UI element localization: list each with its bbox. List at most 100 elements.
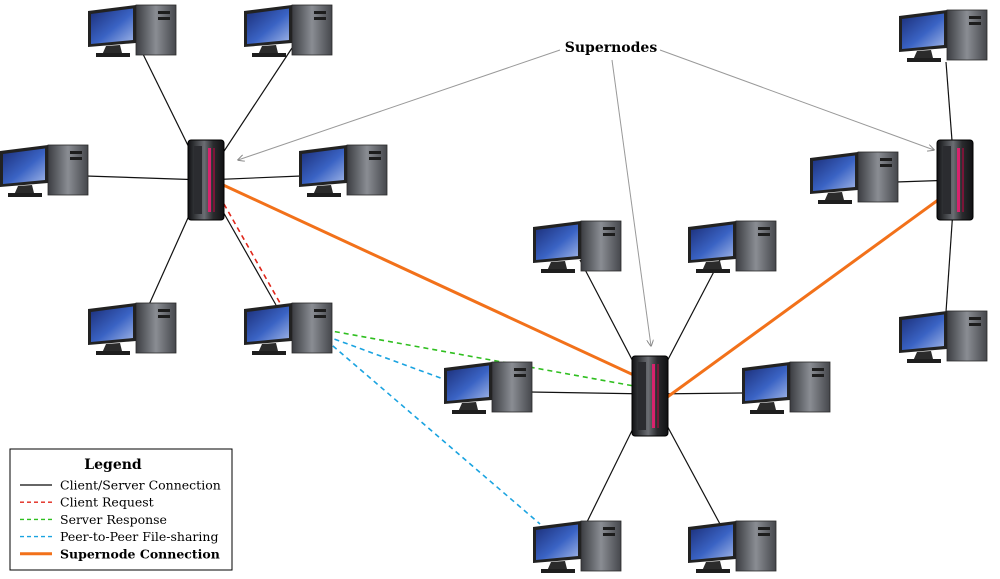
- monitor-stand: [258, 45, 278, 55]
- monitor-screen: [447, 365, 489, 401]
- monitor-stand: [702, 261, 722, 271]
- server-accent-stripe: [208, 148, 211, 212]
- annotation-arrow-center: [611, 59, 651, 346]
- monitor-screen: [536, 224, 578, 260]
- monitor-base: [252, 351, 286, 355]
- monitor-screen: [691, 524, 733, 560]
- legend-title: Legend: [84, 457, 142, 473]
- drive-bay: [880, 158, 892, 161]
- annotation-arrow-right: [659, 49, 934, 150]
- monitor-base: [252, 53, 286, 57]
- drive-bay: [158, 17, 170, 20]
- drive-bay: [969, 22, 981, 25]
- drive-bay: [758, 227, 770, 230]
- computer-icon: [688, 520, 777, 573]
- monitor-screen: [247, 8, 289, 44]
- drive-bay: [969, 323, 981, 326]
- server-panel: [194, 146, 202, 214]
- drive-bay: [70, 151, 82, 154]
- monitor-screen: [902, 314, 944, 350]
- monitor-stand: [14, 185, 34, 195]
- p2p-link-2: [325, 339, 541, 525]
- legend-label-2: Client Request: [60, 495, 154, 510]
- drive-bay: [158, 315, 170, 318]
- server-panel: [638, 362, 646, 430]
- drive-bay: [812, 368, 824, 371]
- supernode-link-2: [665, 174, 972, 400]
- monitor-stand: [102, 343, 122, 353]
- server-panel: [943, 146, 951, 214]
- computer-icon: [688, 220, 777, 273]
- computer-icon: [244, 302, 333, 355]
- monitor-base: [541, 269, 575, 273]
- computer-icon: [742, 361, 831, 414]
- nodes-layer: [0, 4, 988, 573]
- computer-icon: [88, 4, 177, 57]
- monitor-stand: [824, 192, 844, 202]
- monitor-stand: [102, 45, 122, 55]
- monitor-screen: [691, 224, 733, 260]
- drive-bay: [812, 374, 824, 377]
- client-request-link: [223, 203, 281, 304]
- monitor-screen: [91, 8, 133, 44]
- server-icon: [631, 355, 669, 437]
- server-body: [936, 139, 974, 221]
- monitor-stand: [458, 402, 478, 412]
- monitor-stand: [913, 50, 933, 60]
- monitor-base: [907, 58, 941, 62]
- client-server-link-client-l3: [85, 175, 206, 181]
- monitor-screen: [902, 13, 944, 49]
- legend-label-4: Peer-to-Peer File-sharing: [60, 529, 218, 544]
- drive-bay: [514, 368, 526, 371]
- computer-icon: [899, 9, 988, 62]
- drive-bay: [603, 227, 615, 230]
- monitor-screen: [536, 524, 578, 560]
- monitor-base: [818, 200, 852, 204]
- drive-bay: [369, 151, 381, 154]
- server-icon: [187, 139, 225, 221]
- server-response-link: [325, 329, 635, 387]
- monitor-stand: [258, 343, 278, 353]
- monitor-screen: [745, 365, 787, 401]
- legend-label-1: Client/Server Connection: [60, 478, 221, 493]
- annotation-arrow-left: [238, 49, 561, 160]
- drive-bay: [314, 17, 326, 20]
- server-accent-stripe: [657, 364, 659, 428]
- drive-bay: [70, 157, 82, 160]
- monitor-stand: [913, 351, 933, 361]
- computer-icon: [899, 310, 988, 363]
- monitor-base: [8, 193, 42, 197]
- computer-icon: [299, 144, 388, 197]
- server-icon: [936, 139, 974, 221]
- monitor-screen: [302, 148, 344, 184]
- monitor-base: [452, 410, 486, 414]
- drive-bay: [758, 233, 770, 236]
- monitor-stand: [547, 561, 567, 571]
- drive-bay: [158, 309, 170, 312]
- monitor-base: [750, 410, 784, 414]
- drive-bay: [758, 527, 770, 530]
- supernodes-annotation: Supernodes: [238, 40, 934, 346]
- computer-icon: [533, 520, 622, 573]
- computer-icon: [533, 220, 622, 273]
- monitor-screen: [247, 306, 289, 342]
- monitor-base: [541, 569, 575, 573]
- monitor-stand: [313, 185, 333, 195]
- drive-bay: [758, 533, 770, 536]
- computer-icon: [810, 151, 899, 204]
- monitor-base: [696, 269, 730, 273]
- annotation-label: Supernodes: [565, 40, 658, 56]
- server-accent-stripe: [957, 148, 960, 212]
- drive-bay: [880, 164, 892, 167]
- legend-box: [9, 448, 233, 571]
- monitor-stand: [756, 402, 776, 412]
- computer-icon: [244, 4, 333, 57]
- drive-bay: [158, 11, 170, 14]
- drive-bay: [969, 16, 981, 19]
- server-accent-stripe: [962, 148, 964, 212]
- computer-icon: [88, 302, 177, 355]
- legend-label-5: Supernode Connection: [60, 546, 220, 561]
- monitor-stand: [547, 261, 567, 271]
